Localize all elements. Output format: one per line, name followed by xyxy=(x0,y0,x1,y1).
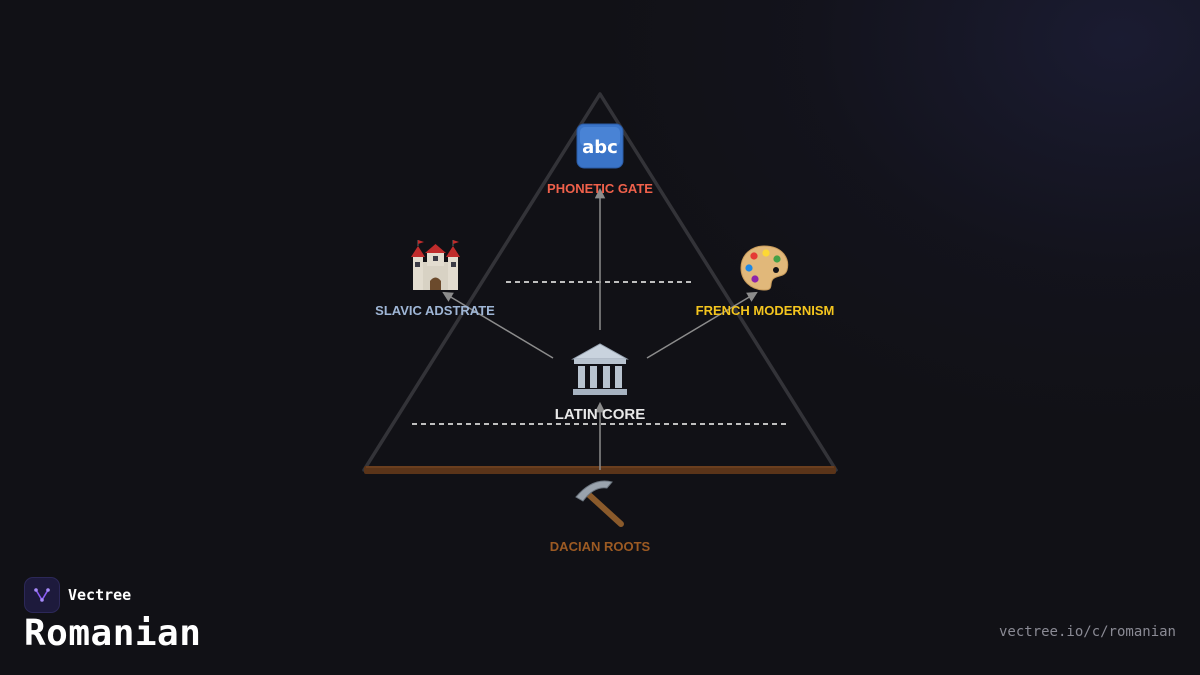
brand-name: Vectree xyxy=(68,586,132,604)
node-phonetic-gate: abc PHONETIC GATE xyxy=(547,123,653,196)
page-url: vectree.io/c/romanian xyxy=(998,624,1176,640)
node-latin-core: LATIN CORE xyxy=(555,343,646,423)
node-label-dacian-roots: DACIAN ROOTS xyxy=(550,539,651,554)
page-title: Romanian xyxy=(24,613,202,654)
node-label-french-modernism: FRENCH MODERNISM xyxy=(696,303,835,318)
svg-text:abc: abc xyxy=(582,137,618,158)
castle-icon xyxy=(411,240,460,290)
brand: Vectree xyxy=(24,577,131,613)
abc-icon: abc xyxy=(576,123,624,169)
classical-building-icon xyxy=(571,343,629,395)
edge-latin-to-slavic xyxy=(442,291,554,359)
palette-icon xyxy=(740,245,789,291)
node-label-phonetic-gate: PHONETIC GATE xyxy=(547,181,653,196)
pickaxe-icon xyxy=(575,480,624,527)
vectree-logo-icon xyxy=(24,577,60,613)
node-slavic-adstrate: SLAVIC ADSTRATE xyxy=(375,240,495,318)
edge-latin-to-french xyxy=(646,291,758,359)
node-label-latin-core: LATIN CORE xyxy=(555,406,646,423)
node-french-modernism: FRENCH MODERNISM xyxy=(696,245,835,318)
node-label-slavic-adstrate: SLAVIC ADSTRATE xyxy=(375,303,495,318)
node-dacian-roots: DACIAN ROOTS xyxy=(550,480,651,554)
